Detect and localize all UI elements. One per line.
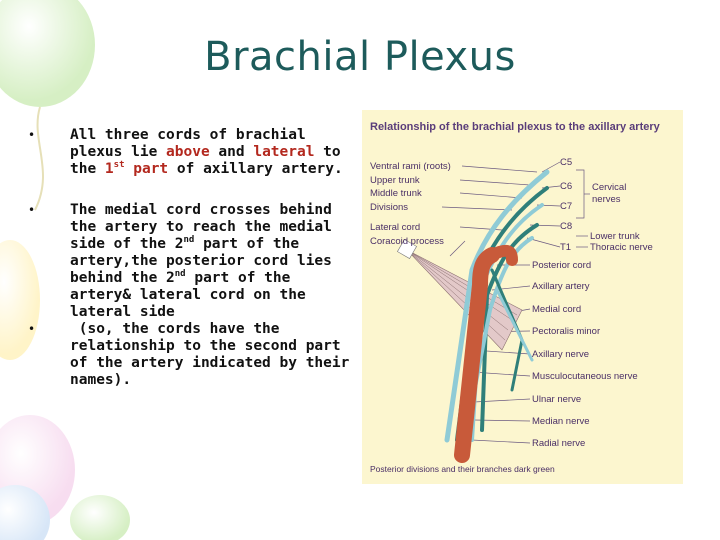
label-axillary-artery: Axillary artery <box>532 281 590 292</box>
label-c6: C6 <box>560 181 573 192</box>
label-t1: T1 <box>560 242 572 253</box>
label-ulnar-nerve: Ulnar nerve <box>532 394 582 405</box>
label-c8: C8 <box>560 221 573 232</box>
label-medial-cord: Medial cord <box>532 304 582 315</box>
balloon-blue <box>0 485 50 540</box>
bullet-dot: • <box>28 322 36 336</box>
label-lower-trunk: Lower trunk <box>590 231 640 242</box>
bullet-list: • All three cords of brachial plexus lie… <box>28 127 350 389</box>
brachial-plexus-illustration <box>397 161 590 463</box>
bullet-dot: • <box>28 203 36 217</box>
bullet-text-2: The medial cord crosses behind the arter… <box>70 202 332 320</box>
label-thoracic-nerve: Thoracic nerve <box>590 242 653 253</box>
label-divisions: Divisions <box>370 202 409 213</box>
anatomy-figure: Relationship of the brachial plexus to t… <box>362 110 683 484</box>
label-lateral-cord: Lateral cord <box>370 222 421 233</box>
label-nerves: nerves <box>592 194 621 205</box>
label-median-nerve: Median nerve <box>532 416 590 427</box>
bullet-item-3: • (so, the cords have the relationship t… <box>28 321 350 389</box>
label-pectoralis-minor: Pectoralis minor <box>532 326 601 337</box>
label-coracoid-process: Coracoid process <box>370 236 444 247</box>
bullet-item-1: • All three cords of brachial plexus lie… <box>28 127 350 178</box>
balloon-green <box>0 0 95 107</box>
bullet-dot: • <box>28 128 36 142</box>
label-musculocutaneous-nerve: Musculocutaneous nerve <box>532 371 638 382</box>
balloon-string <box>34 106 44 211</box>
bullet-text-1: All three cords of brachial plexus lie a… <box>70 127 343 177</box>
balloon-green-small <box>70 495 130 540</box>
figure-caption: Posterior divisions and their branches d… <box>370 464 555 474</box>
label-radial-nerve: Radial nerve <box>532 438 586 449</box>
label-middle-trunk: Middle trunk <box>370 188 422 199</box>
label-axillary-nerve: Axillary nerve <box>532 349 590 360</box>
label-c7: C7 <box>560 201 573 212</box>
pectoralis-minor-muscle <box>397 239 523 351</box>
label-cervical: Cervical <box>592 182 627 193</box>
balloon-yellow <box>0 240 40 360</box>
label-ventral-rami: Ventral rami (roots) <box>370 161 451 172</box>
bullet-text-3: (so, the cords have the relationship to … <box>70 321 359 388</box>
label-upper-trunk: Upper trunk <box>370 175 420 186</box>
figure-title: Relationship of the brachial plexus to t… <box>370 121 660 133</box>
label-posterior-cord: Posterior cord <box>532 260 592 271</box>
bullet-item-2: • The medial cord crosses behind the art… <box>28 202 350 321</box>
slide-title: Brachial Plexus <box>204 34 516 80</box>
label-c5: C5 <box>560 157 573 168</box>
